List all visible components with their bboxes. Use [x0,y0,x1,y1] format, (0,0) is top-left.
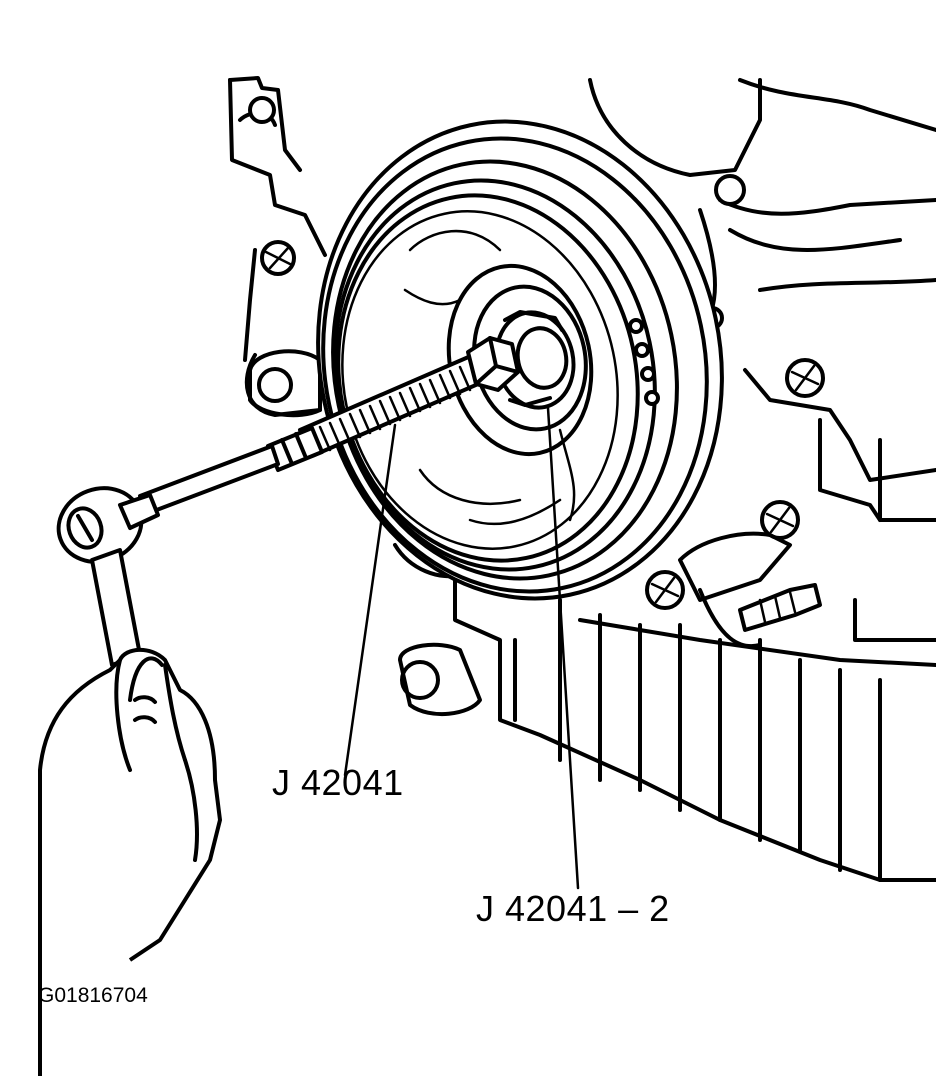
engine-front-cover [228,76,936,882]
leader-line-tool-body [343,423,397,777]
leader-line-tool-adapter [546,406,580,890]
hex-nut [466,336,520,392]
socket-extension [138,426,324,516]
cover-bolt [260,240,296,276]
figure-id: G01816704 [38,984,148,1007]
sensor-bracket [678,531,792,602]
technician-hand [38,647,222,1076]
cover-bolt [714,174,746,206]
mount-boss [398,642,482,717]
cover-bolt [645,570,685,610]
callout-tool-body: J 42041 [272,762,404,803]
cover-bolt [248,96,276,124]
mount-boss [248,349,322,418]
cover-bolt [785,358,825,398]
rod-threads [318,365,472,452]
ratchet-wrench [56,486,160,667]
sensor-connector [738,583,822,632]
callout-tool-adapter: J 42041 – 2 [476,888,670,929]
